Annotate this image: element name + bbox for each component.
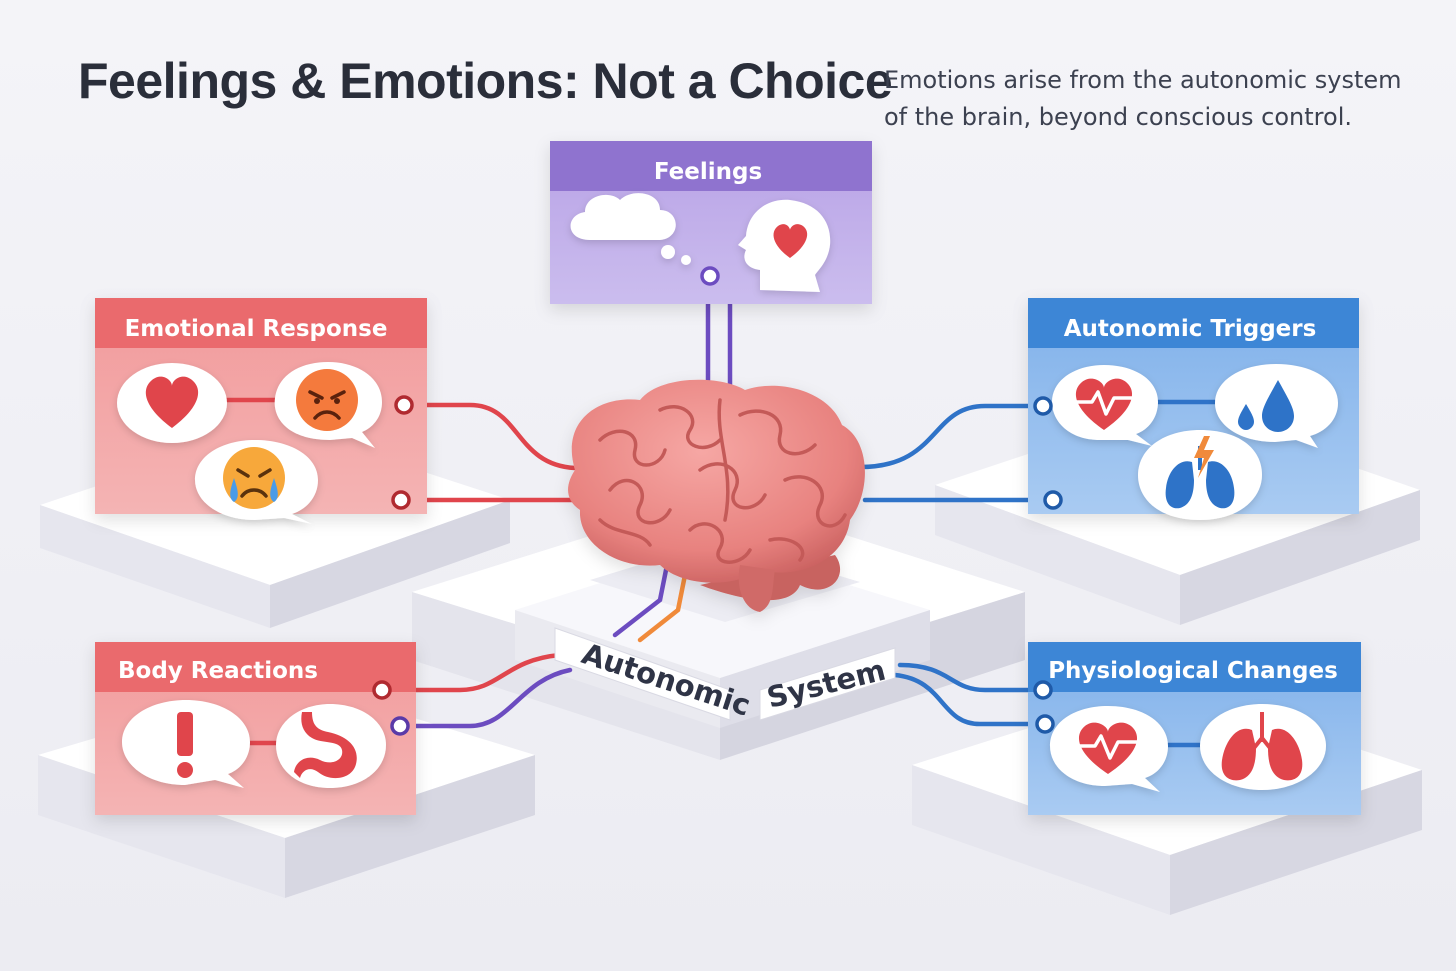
connector-body-bottom <box>397 667 573 729</box>
panel-emotional-response-title: Emotional Response <box>125 316 388 342</box>
connector-physio-bottom <box>892 672 1048 727</box>
brain-icon <box>568 379 865 612</box>
heartbeat-icon <box>1050 706 1168 792</box>
panel-physiological-changes-title: Physiological Changes <box>1048 658 1338 684</box>
connector-brain-purple <box>612 557 671 638</box>
heartbeat-icon <box>1052 365 1158 446</box>
connector-body-top <box>379 652 563 693</box>
node-body-bottom <box>390 716 410 736</box>
node-body-top <box>372 680 392 700</box>
page-subtitle: Emotions arise from the autonomic system… <box>884 62 1424 136</box>
head-with-heart-icon <box>738 199 831 292</box>
node-physio-top <box>1033 680 1053 700</box>
node-feelings <box>700 266 720 286</box>
node-emotional-bottom <box>391 490 411 510</box>
panel-body-reactions-title: Body Reactions <box>118 658 318 684</box>
angry-face-icon <box>274 362 382 448</box>
page-title: Feelings & Emotions: Not a Choice <box>78 53 893 109</box>
stomach-icon <box>276 704 386 788</box>
subtitle-line-1: Emotions arise from the autonomic system <box>884 66 1402 94</box>
panel-feelings-title: Feelings <box>654 159 762 185</box>
sweat-drops-icon <box>1215 364 1338 448</box>
heart-icon <box>117 363 227 443</box>
panel-autonomic-triggers-title: Autonomic Triggers <box>1064 316 1317 342</box>
connector-emotional-top <box>402 402 578 471</box>
thought-bubble-icon <box>570 193 691 265</box>
crying-face-icon <box>195 440 318 524</box>
lungs-stress-icon <box>1138 430 1262 520</box>
subtitle-line-2: of the brain, beyond conscious control. <box>884 103 1352 131</box>
connector-physio-top <box>897 662 1046 693</box>
exclamation-icon <box>122 700 250 788</box>
node-physio-bottom <box>1035 714 1055 734</box>
lungs-icon <box>1200 704 1326 790</box>
node-triggers-bottom <box>1043 490 1063 510</box>
node-triggers-top <box>1033 396 1053 416</box>
connector-triggers-top <box>857 403 1046 470</box>
node-emotional-top <box>394 395 414 415</box>
